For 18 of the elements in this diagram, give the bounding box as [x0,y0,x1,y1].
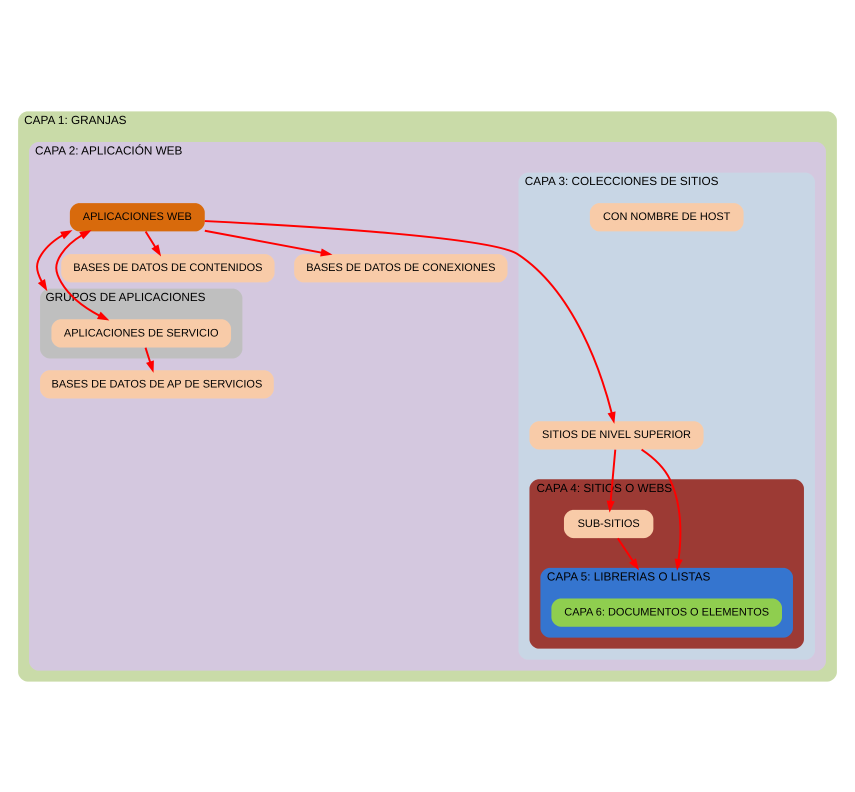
node-box: APLICACIONES DE SERVICIO [51,318,232,347]
arrow [144,230,162,256]
arrow [616,537,640,570]
node-box: BASES DE DATOS DE CONEXIONES [294,254,508,282]
node-box: APLICACIONES WEB [70,202,205,231]
node-box: CAPA 6: DOCUMENTOS O ELEMENTOS [551,598,782,626]
arrow [55,230,110,320]
node-box: BASES DE DATOS DE CONTENIDOS [61,254,275,282]
arrow [204,220,616,424]
node-box: BASES DE DATOS DE AP DE SERVICIOS [40,370,274,398]
arrow [606,449,616,512]
arrow [641,448,683,570]
node-box: CON NOMBRE DE HOST [590,202,744,231]
arrow [144,346,154,372]
arrow [36,230,72,291]
arrow [204,229,332,256]
node-box: SITIOS DE NIVEL SUPERIOR [529,420,704,449]
node-box: SUB-SITIOS [564,509,654,538]
